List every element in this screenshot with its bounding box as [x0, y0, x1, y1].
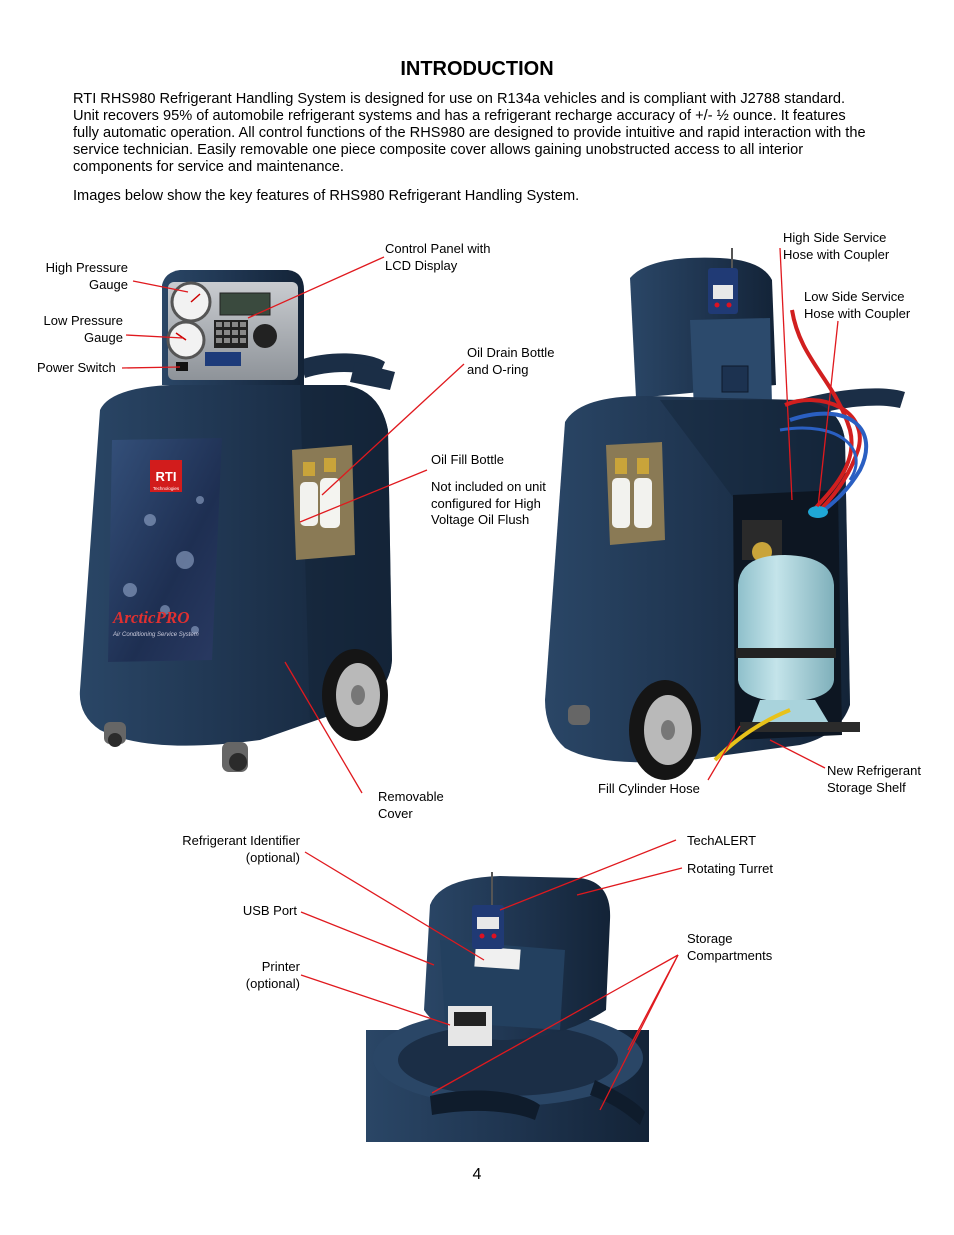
- label-oil-fill-bottle: Oil Fill Bottle: [431, 452, 504, 467]
- page-title: INTRODUCTION: [400, 58, 554, 80]
- rti-logo-text: RTI: [156, 469, 177, 484]
- label-usb-port: USB Port: [242, 903, 297, 918]
- unit-top-view: [366, 872, 649, 1142]
- label-removable-cover: Removable Cover: [378, 789, 444, 821]
- label-control-panel: Control Panel with LCD Display: [385, 241, 491, 273]
- label-refrigerant-identifier: Refrigerant Identifier (optional): [182, 833, 300, 865]
- images-note: Images below show the key features of RH…: [73, 188, 580, 204]
- label-oil-fill-note: Not included on unit configured for High…: [431, 479, 546, 527]
- label-high-side-hose: High Side Service Hose with Coupler: [783, 230, 890, 262]
- unit-rear-view: [545, 248, 905, 780]
- label-low-pressure-gauge: Low Pressure Gauge: [43, 313, 123, 345]
- unit-front-view: RTI Technologies ArcticPRO Air Condition…: [79, 270, 395, 772]
- label-rotating-turret: Rotating Turret: [687, 861, 773, 876]
- label-storage-compartments: Storage Compartments: [687, 931, 773, 963]
- rti-logo: [150, 460, 182, 492]
- label-printer: Printer (optional): [245, 959, 300, 991]
- label-high-pressure-gauge: High Pressure Gauge: [45, 260, 128, 292]
- label-oil-drain-bottle: Oil Drain Bottle and O-ring: [467, 345, 555, 377]
- label-power-switch: Power Switch: [37, 360, 116, 375]
- arcticpro-sub: Air Conditioning Service System: [112, 632, 199, 638]
- label-techalert: TechALERT: [687, 833, 757, 848]
- rti-logo-sub: Technologies: [153, 486, 180, 491]
- callout-lines: [121, 247, 839, 1111]
- label-low-side-hose: Low Side Service Hose with Coupler: [804, 289, 911, 321]
- label-storage-shelf: New Refrigerant Storage Shelf: [827, 763, 921, 795]
- intro-paragraph: RTI RHS980 Refrigerant Handling System i…: [73, 91, 866, 175]
- page-number: 4: [472, 1166, 482, 1183]
- label-fill-cylinder-hose: Fill Cylinder Hose: [598, 781, 700, 796]
- arcticpro-brand: ArcticPRO: [112, 608, 190, 627]
